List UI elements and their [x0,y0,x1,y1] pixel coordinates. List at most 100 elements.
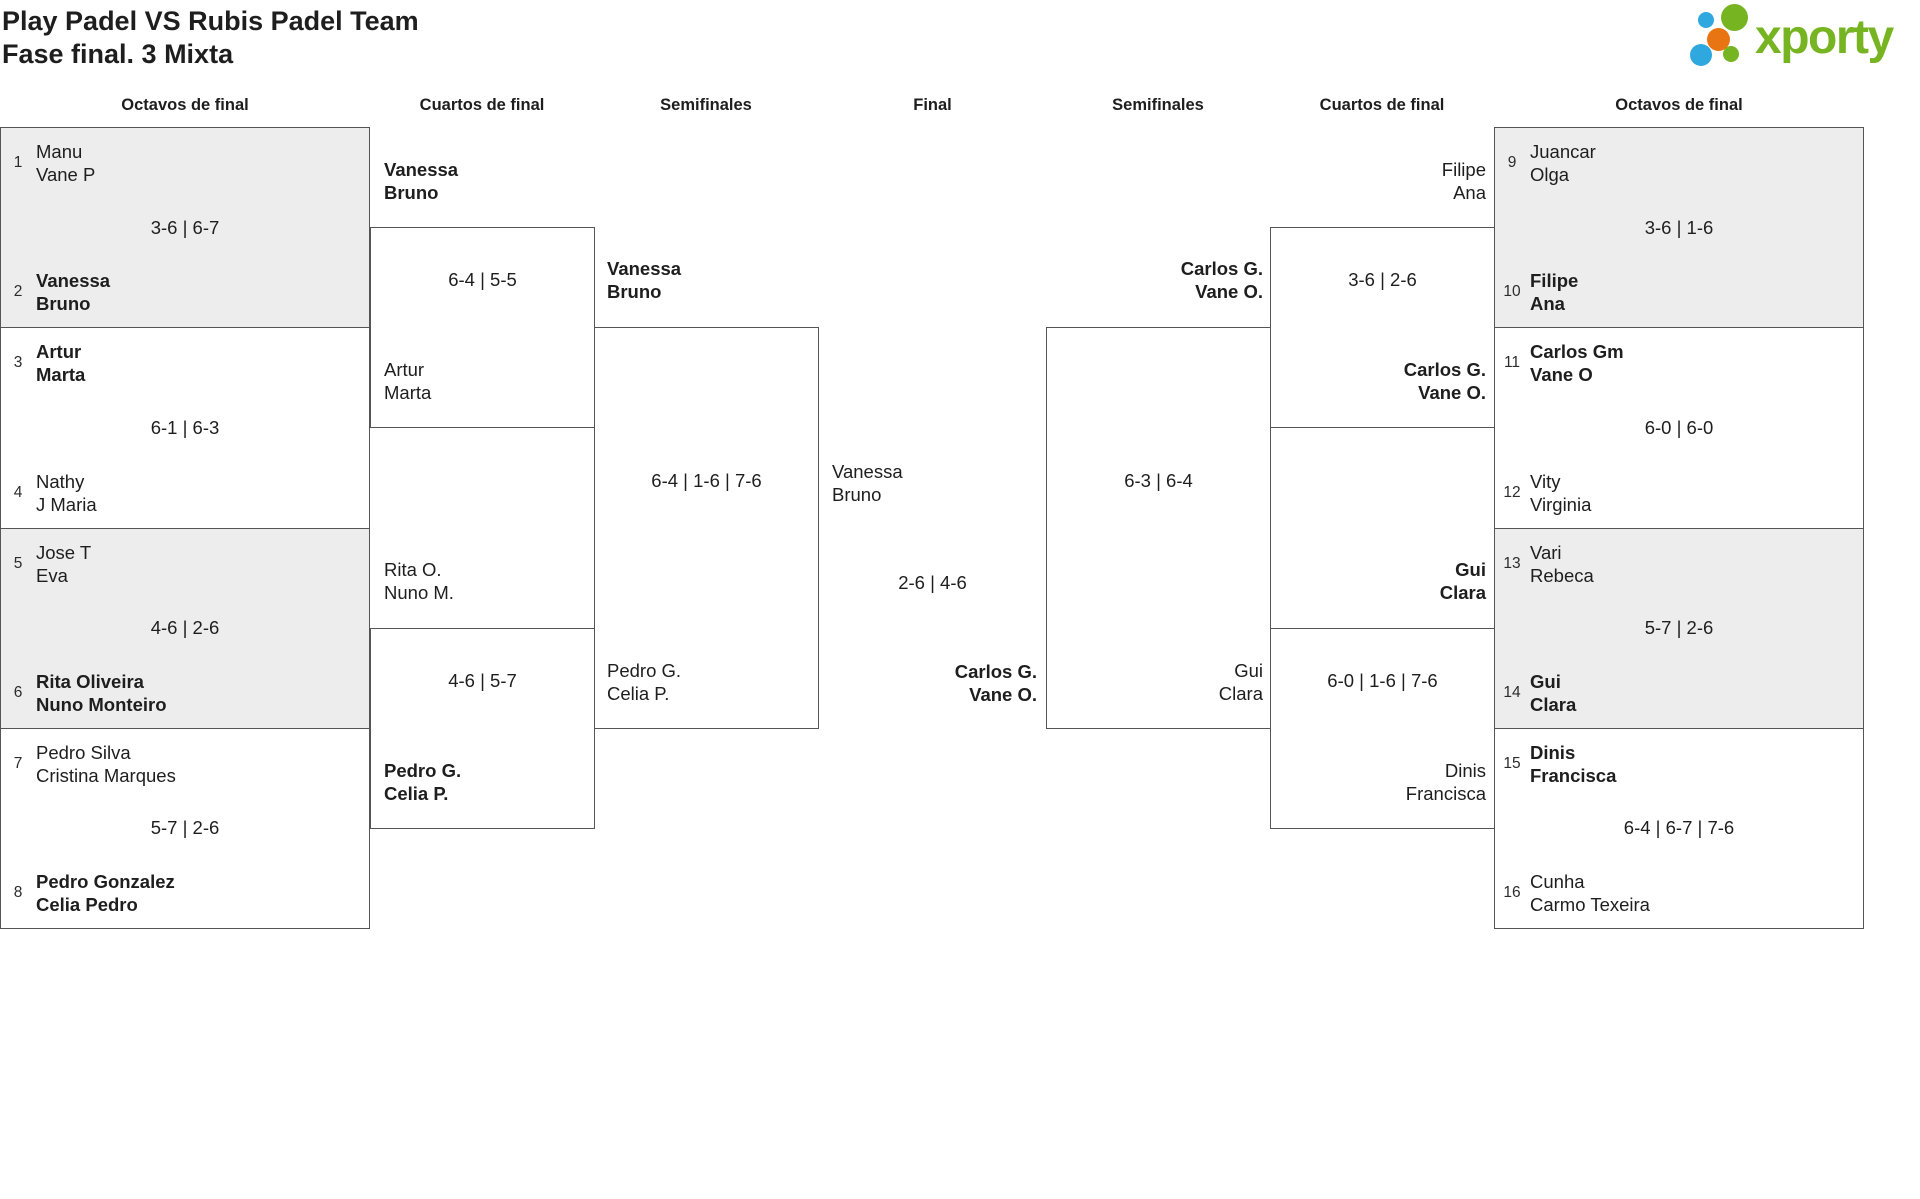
team-entry: 3 Artur Marta [7,340,86,386]
team-label: Pedro G. Celia P. [607,660,682,704]
match-score: 2-6 | 4-6 [898,572,967,593]
team-names: Cunha Carmo Texeira [1530,871,1650,915]
match-score: 6-4 | 6-7 | 7-6 [1623,817,1735,839]
match-score: 6-0 | 1-6 | 7-6 [1327,670,1438,691]
logo-dot-orange-icon [1707,28,1730,51]
match-score: 6-4 | 1-6 | 7-6 [651,470,762,491]
seed-number: 9 [1507,154,1517,171]
match-score: 5-7 | 2-6 [150,817,220,839]
match-box-1: 1 Manu Vane P 3-6 | 6-7 2 Vanessa Bruno [1,128,369,329]
team-names: Filipe Ana [1530,270,1579,315]
seed-number: 11 [1503,354,1521,372]
team-names: Juancar Olga [1530,141,1596,185]
team-names: Dinis Francisca [1530,741,1617,786]
xporty-logo[interactable]: xporty [1688,0,1920,78]
brand-name: xporty [1755,11,1894,64]
team-label: Gui Clara [1218,660,1263,704]
seed-number: 14 [1503,683,1521,701]
team-label: Gui Clara [1439,559,1486,603]
match-score: 3-6 | 2-6 [1348,269,1417,290]
match-box-4: 7 Pedro Silva Cristina Marques 5-7 | 2-6… [1,729,369,928]
team-label: Artur Marta [384,359,432,403]
round-header-semis-right: Semifinales [1112,96,1204,114]
team-entry: 13 Vari Rebeca [1501,541,1594,587]
team-entry: 15 Dinis Francisca [1501,741,1616,787]
match-score: 6-4 | 5-5 [448,269,517,290]
seed-number: 13 [1503,554,1521,572]
team-names: Vity Virginia [1530,470,1592,515]
seed-number: 16 [1503,884,1521,901]
team-names: Rita Oliveira Nuno Monteiro [36,670,167,715]
match-box-5: 9 Juancar Olga 3-6 | 1-6 10 Filipe Ana [1495,128,1863,329]
seed-number: 10 [1503,283,1521,301]
team-label: Vanessa Bruno [832,461,903,505]
seed-number: 4 [13,483,23,501]
phase-name: Fase final. 3 Mixta [2,39,234,69]
match-score: 4-6 | 2-6 [150,617,220,639]
team-names: Vari Rebeca [1530,541,1594,586]
match-score: 4-6 | 5-7 [448,670,517,691]
team-names: Jose T Eva [36,541,92,586]
seed-number: 12 [1503,483,1521,501]
match-score: 5-7 | 2-6 [1644,617,1714,639]
team-entry: 16 Cunha Carmo Texeira [1501,870,1650,916]
team-label: Vanessa Bruno [384,159,459,203]
seed-number: 3 [13,354,23,372]
quarterfinal-right-2-box [1270,628,1495,829]
match-score: 6-0 | 6-0 [1644,416,1714,438]
team-label: Vanessa Bruno [607,258,682,302]
logo-dot-green-large-icon [1721,4,1748,31]
team-label: Pedro G. Celia P. [384,760,462,804]
match-box-8: 15 Dinis Francisca 6-4 | 6-7 | 7-6 16 Cu… [1495,729,1863,928]
team-names: Nathy J Maria [36,470,97,515]
team-names: Carlos Gm Vane O [1530,341,1624,386]
team-entry: 9 Juancar Olga [1501,140,1596,186]
team-entry: 8 Pedro Gonzalez Celia Pedro [7,870,175,916]
team-names: Pedro Gonzalez Celia Pedro [36,871,175,915]
octavos-right-column: 9 Juancar Olga 3-6 | 1-6 10 Filipe Ana 1… [1494,127,1864,929]
seed-number: 1 [13,154,23,171]
round-header-final: Final [913,96,952,114]
team-names: Pedro Silva Cristina Marques [36,741,176,786]
match-score: 6-3 | 6-4 [1124,470,1193,491]
team-label: Dinis Francisca [1405,760,1486,804]
round-header-cuartos-left: Cuartos de final [419,96,545,114]
team-entry: 2 Vanessa Bruno [7,269,110,315]
logo-dot-blue-small-icon [1698,12,1714,28]
logo-dot-blue-large-icon [1690,44,1712,66]
team-entry: 10 Filipe Ana [1501,269,1578,315]
team-label: Carlos G. Vane O. [954,661,1037,705]
round-header-octavos-left: Octavos de final [121,96,249,114]
seed-number: 7 [13,754,23,772]
quarterfinal-right-1-box [1270,227,1495,428]
semifinal-right-box [1046,327,1271,729]
match-score: 3-6 | 1-6 [1644,216,1714,238]
team-names: Vanessa Bruno [36,270,111,315]
tournament-name: Play Padel VS Rubis Padel Team [2,6,419,36]
match-box-3: 5 Jose T Eva 4-6 | 2-6 6 Rita Oliveira N… [1,528,369,729]
round-header-semis-left: Semifinales [660,96,752,114]
match-score: 3-6 | 6-7 [150,216,220,238]
team-entry: 11 Carlos Gm Vane O [1501,340,1624,386]
team-label: Carlos G. Vane O. [1180,258,1263,302]
logo-dot-green-small-icon [1723,46,1739,62]
seed-number: 6 [13,683,23,701]
team-entry: 7 Pedro Silva Cristina Marques [7,741,176,787]
page-title: Play Padel VS Rubis Padel Team Fase fina… [2,5,419,71]
team-entry: 4 Nathy J Maria [7,470,97,516]
match-score: 6-1 | 6-3 [150,416,220,438]
team-entry: 1 Manu Vane P [7,140,96,186]
team-names: Artur Marta [36,341,86,386]
match-box-6: 11 Carlos Gm Vane O 6-0 | 6-0 12 Vity Vi… [1495,328,1863,529]
seed-number: 2 [13,283,23,301]
round-header-octavos-right: Octavos de final [1615,96,1743,114]
team-names: Gui Clara [1530,670,1577,715]
team-entry: 5 Jose T Eva [7,541,92,587]
match-box-2: 3 Artur Marta 6-1 | 6-3 4 Nathy J Maria [1,328,369,529]
team-names: Manu Vane P [36,141,96,185]
team-entry: 12 Vity Virginia [1501,470,1591,516]
team-entry: 14 Gui Clara [1501,670,1576,716]
seed-number: 15 [1503,754,1521,772]
team-label: Filipe Ana [1441,159,1486,203]
